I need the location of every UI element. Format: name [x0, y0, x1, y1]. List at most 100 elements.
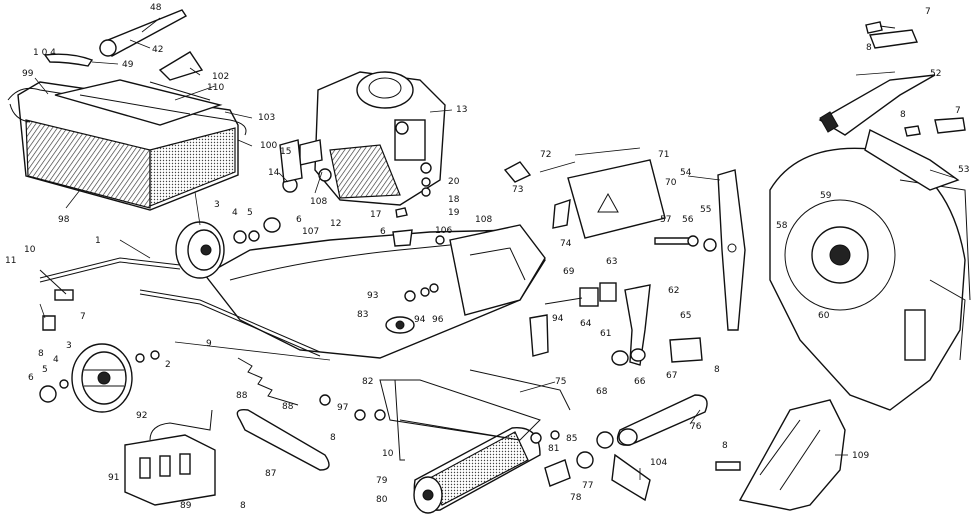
roller-tube [616, 394, 708, 446]
label-107: 108 [310, 197, 327, 207]
label-6b: 6 [296, 215, 302, 225]
label-109: 109 [852, 451, 869, 461]
label-77: 77 [582, 481, 593, 491]
label-98: 100 [260, 141, 277, 151]
front-wheel [175, 217, 281, 279]
label-94a: 96 [432, 315, 444, 325]
blade-housing [769, 147, 971, 411]
label-6c: 6 [28, 373, 34, 383]
label-3a: 3 [214, 200, 220, 210]
label-86: 87 [265, 469, 276, 479]
label-106: 107 [302, 227, 319, 237]
label-11: 11 [5, 256, 16, 266]
label-14: 14 [268, 168, 280, 178]
rear-roller [413, 427, 541, 514]
label-92: 94 [552, 314, 564, 324]
label-63: 63 [606, 257, 617, 267]
label-8f: 8 [900, 110, 906, 120]
grass-bag [7, 79, 247, 211]
label-67: 67 [666, 371, 677, 381]
label-88a: 88 [282, 402, 294, 412]
label-12: 12 [330, 219, 341, 229]
rear-wheel [39, 343, 160, 413]
label-72: 72 [540, 150, 551, 160]
label-6a: 6 [380, 227, 386, 237]
label-76: 76 [690, 422, 702, 432]
label-48: 48 [150, 3, 162, 13]
label-4b: 4 [53, 355, 59, 365]
mower-deck [203, 224, 546, 359]
label-65: 65 [680, 311, 691, 321]
label-99: 102 [212, 72, 229, 82]
warning-decal [567, 159, 666, 239]
label-93: 94 [414, 315, 426, 325]
label-66: 66 [634, 377, 646, 387]
label-8d: 8 [714, 365, 720, 375]
label-8a: 8 [38, 349, 44, 359]
label-8g: 8 [722, 441, 728, 451]
label-42: 42 [152, 45, 163, 55]
label-52: 52 [930, 69, 941, 79]
label-79: 79 [376, 476, 388, 486]
label-71: 71 [658, 150, 669, 160]
label-55: 55 [700, 205, 711, 215]
label-102: 104 [650, 458, 667, 468]
label-82: 82 [362, 377, 373, 387]
label-108: 108 [475, 215, 492, 225]
label-73: 73 [512, 185, 523, 195]
label-56: 56 [682, 215, 694, 225]
label-57: 57 [660, 215, 671, 225]
label-7a: 7 [80, 312, 86, 322]
label-97: 99 [22, 69, 34, 79]
label-17: 17 [370, 210, 381, 220]
label-20: 20 [448, 177, 460, 187]
label-19: 19 [448, 208, 460, 218]
label-75: 75 [555, 377, 566, 387]
label-89: 91 [108, 473, 119, 483]
label-4a: 4 [232, 208, 238, 218]
label-78: 78 [570, 493, 582, 503]
label-58: 58 [776, 221, 788, 231]
label-62: 62 [668, 286, 679, 296]
label-5b: 5 [42, 365, 48, 375]
label-8b: 8 [330, 433, 336, 443]
battery [124, 409, 216, 506]
height-levers [544, 282, 703, 366]
label-80: 80 [376, 495, 388, 505]
label-88b: 89 [180, 501, 192, 511]
label-64: 64 [580, 319, 592, 329]
label-70: 70 [665, 178, 677, 188]
label-83: 83 [357, 310, 368, 320]
handle-grip [43, 9, 204, 81]
label-103: 106 [435, 226, 452, 236]
label-7c: 7 [955, 106, 961, 116]
label-90: 92 [136, 411, 147, 421]
cutting-blade [717, 169, 746, 331]
rear-deflector [738, 399, 846, 511]
hardware [42, 21, 921, 502]
roller-frame [379, 369, 571, 461]
leader-lines [34, 17, 956, 480]
label-7b: 7 [925, 7, 931, 17]
label-87: 88 [236, 391, 248, 401]
label-8e: 8 [866, 43, 872, 53]
label-81: 81 [548, 444, 559, 454]
label-91: 93 [367, 291, 378, 301]
part-labels: 48 42 1 0 4 49 99 102 110 103 100 98 13 … [5, 3, 969, 511]
label-13: 13 [456, 105, 467, 115]
label-49: 49 [122, 60, 134, 70]
label-10a: 10 [24, 245, 36, 255]
label-69: 69 [563, 267, 575, 277]
label-15: 15 [280, 147, 291, 157]
label-100: 103 [258, 113, 275, 123]
label-53: 53 [958, 165, 969, 175]
label-1: 1 [95, 236, 101, 246]
discharge-shield [818, 29, 936, 136]
label-8c: 8 [240, 501, 246, 511]
drive-belt [236, 409, 330, 471]
label-3b: 3 [66, 341, 72, 351]
label-94b: 97 [337, 403, 348, 413]
label-85: 85 [566, 434, 577, 444]
label-96: 98 [58, 215, 70, 225]
